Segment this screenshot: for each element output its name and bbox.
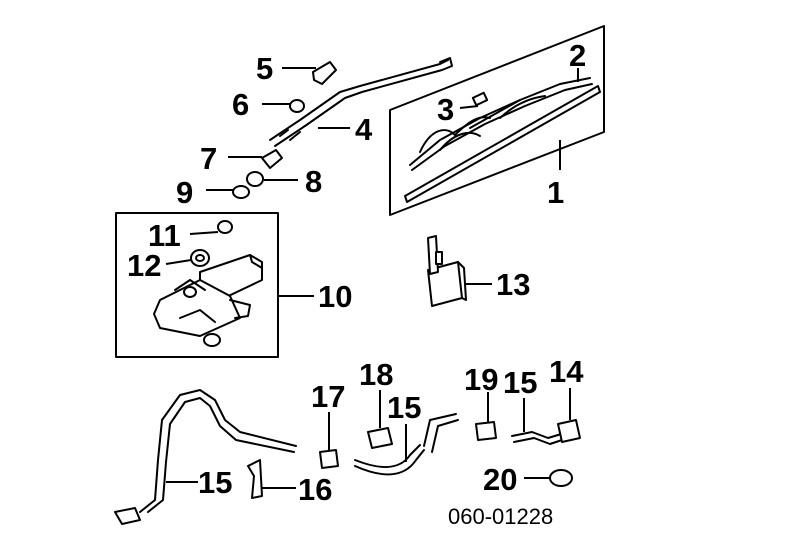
part-7-pivot	[261, 149, 283, 169]
callout-2: 2	[569, 38, 586, 73]
callout-10: 10	[318, 279, 352, 314]
callout-11: 11	[148, 218, 181, 253]
callout-5: 5	[256, 51, 273, 86]
part-9-washer	[232, 185, 250, 199]
callout-19: 19	[464, 362, 498, 397]
callout-13: 13	[496, 267, 530, 302]
callout-1: 1	[547, 175, 564, 210]
wiper-motor-box	[115, 212, 279, 358]
callout-4: 4	[355, 112, 373, 147]
part-19-joint	[475, 421, 497, 441]
part-20-grommet	[549, 469, 573, 487]
washer-hoses	[114, 389, 569, 525]
leader-lines	[165, 67, 579, 489]
part-16-clip	[247, 459, 263, 499]
callout-7: 7	[200, 141, 217, 176]
callout-18: 18	[359, 357, 393, 392]
wiper-blade-assembly	[389, 25, 605, 216]
part-8-washer	[246, 171, 264, 187]
callout-15-middle: 15	[387, 390, 421, 425]
callout-15-right: 15	[503, 365, 537, 400]
relay	[427, 235, 467, 307]
callout-9: 9	[176, 175, 193, 210]
part-17-joint	[319, 449, 339, 469]
callout-8: 8	[305, 164, 322, 199]
callout-6: 6	[232, 87, 249, 122]
part-14-check-valve	[557, 419, 581, 443]
wiper-arm	[269, 57, 453, 147]
callout-12: 12	[127, 248, 161, 283]
part-18-nozzle	[367, 427, 393, 449]
callout-3: 3	[437, 92, 454, 127]
part-5-cap	[312, 61, 337, 85]
callout-15-left: 15	[198, 465, 232, 500]
callout-14: 14	[549, 354, 584, 389]
diagram-code: 060-01228	[448, 504, 553, 529]
callout-17: 17	[311, 379, 345, 414]
callout-16: 16	[298, 472, 332, 507]
callout-20: 20	[483, 462, 517, 497]
part-6-nut	[289, 99, 305, 113]
